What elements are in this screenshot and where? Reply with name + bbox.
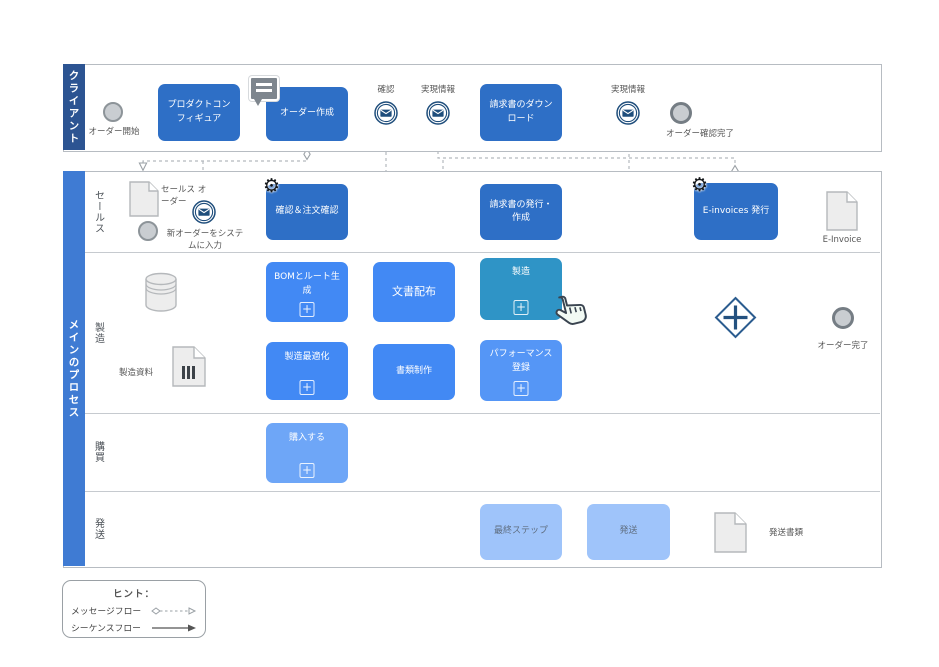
pool-client-bar: クライアント bbox=[63, 64, 85, 150]
end-event-order-done[interactable] bbox=[832, 307, 854, 329]
comment-icon[interactable] bbox=[249, 76, 279, 106]
lane-manufacturing: 製造 bbox=[92, 321, 104, 344]
einvoice-document-label: E-Invoice bbox=[822, 235, 862, 245]
legend-message-flow-label: メッセージフロー bbox=[71, 607, 142, 617]
start-event-sales[interactable] bbox=[138, 221, 158, 241]
message-flow-symbol bbox=[151, 606, 197, 615]
hand-cursor-icon bbox=[555, 295, 587, 325]
legend-sequence-flow-label: シーケンスフロー bbox=[71, 624, 141, 634]
end-event-order-confirm-label: オーダー確認完了 bbox=[665, 129, 734, 139]
task-performance-reg[interactable]: パフォーマンス 登録+ bbox=[480, 340, 562, 401]
task-product-config[interactable]: プロダクトコンフィギュア bbox=[158, 84, 240, 141]
message-event-realization-1[interactable] bbox=[426, 101, 450, 125]
lane-shipping: 発送 bbox=[92, 517, 104, 540]
task-bom-route[interactable]: BOMとルート生成+ bbox=[266, 262, 348, 322]
message-event-realization-2-label: 実現情報 bbox=[610, 85, 645, 95]
pool-main-label: メインのプロセス bbox=[67, 318, 80, 419]
gear-icon: ⚙ bbox=[691, 174, 709, 196]
task-ship[interactable]: 発送 bbox=[587, 504, 670, 560]
lane-purchasing: 購買 bbox=[92, 441, 104, 463]
sales-order-document-icon[interactable] bbox=[129, 181, 159, 217]
task-mfg-optimize[interactable]: 製造最適化+ bbox=[266, 342, 348, 400]
mfg-material-document-icon[interactable] bbox=[172, 346, 206, 387]
message-event-realization-1-label: 実現情報 bbox=[420, 85, 455, 95]
start-event-order-label: オーダー開始 bbox=[88, 127, 140, 137]
start-event-order[interactable] bbox=[103, 102, 123, 122]
sequence-flow-symbol bbox=[152, 624, 196, 631]
lane-sales: セールス bbox=[92, 189, 104, 234]
task-einvoice-issue[interactable]: E-invoices 発行 bbox=[694, 183, 778, 240]
task-doc-create[interactable]: 書類制作 bbox=[373, 344, 455, 400]
message-event-new-order[interactable] bbox=[192, 200, 216, 224]
legend-title: ヒント： bbox=[112, 589, 155, 600]
ship-document-label: 発送書類 bbox=[768, 528, 803, 538]
pool-client-label: クライアント bbox=[67, 69, 80, 145]
task-invoice-download[interactable]: 請求書のダウンロード bbox=[480, 84, 562, 141]
ship-document-icon[interactable] bbox=[714, 512, 747, 553]
subprocess-plus-icon[interactable]: + bbox=[299, 463, 315, 478]
subprocess-plus-icon[interactable]: + bbox=[299, 380, 315, 395]
task-purchase[interactable]: 購入する+ bbox=[266, 423, 348, 483]
task-manufacture[interactable]: 製造+ bbox=[480, 258, 562, 320]
sales-order-document-label: セールス オーダー bbox=[161, 185, 207, 208]
end-event-order-confirm[interactable] bbox=[670, 102, 692, 124]
message-event-new-order-label: 新オーダーをシステムに入力 bbox=[166, 229, 244, 252]
einvoice-document-icon[interactable] bbox=[826, 191, 858, 231]
task-order-create[interactable]: オーダー作成 bbox=[266, 87, 348, 141]
task-doc-distribute[interactable]: 文書配布 bbox=[373, 262, 455, 322]
subprocess-plus-icon[interactable]: + bbox=[513, 381, 529, 396]
parallel-gateway[interactable] bbox=[714, 296, 757, 339]
message-event-realization-2[interactable] bbox=[616, 101, 640, 125]
subprocess-plus-icon[interactable]: + bbox=[513, 300, 529, 315]
task-final-step[interactable]: 最終ステップ bbox=[480, 504, 562, 560]
gear-icon: ⚙ bbox=[263, 175, 281, 197]
task-invoice-issue[interactable]: 請求書の発行・作成 bbox=[480, 184, 562, 240]
lane-divider bbox=[85, 491, 880, 492]
subprocess-plus-icon[interactable]: + bbox=[299, 302, 315, 317]
lane-divider bbox=[85, 252, 880, 253]
lane-divider bbox=[85, 413, 880, 414]
pool-main-bar: メインのプロセス bbox=[63, 171, 85, 566]
message-event-confirm[interactable] bbox=[374, 101, 398, 125]
legend: ヒント： メッセージフロー シーケンスフロー bbox=[62, 580, 206, 638]
task-confirm-order[interactable]: 確認＆注文確認 bbox=[266, 184, 348, 240]
end-event-order-done-label: オーダー完了 bbox=[817, 341, 869, 351]
mfg-material-label: 製造資料 bbox=[118, 368, 153, 378]
message-event-confirm-label: 確認 bbox=[377, 85, 395, 95]
database-icon[interactable] bbox=[144, 272, 178, 312]
plus-icon bbox=[723, 305, 748, 330]
